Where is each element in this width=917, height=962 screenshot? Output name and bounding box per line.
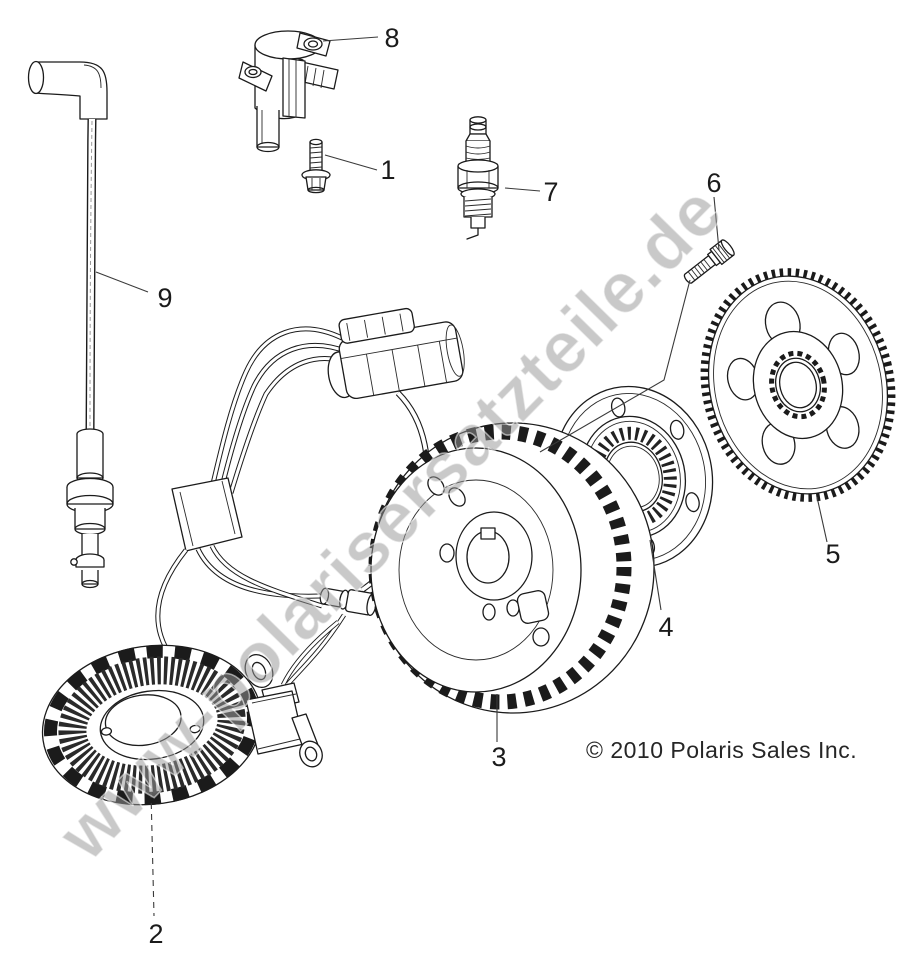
callout-8: 8 — [384, 23, 399, 53]
stator-harness-drawing — [155, 307, 465, 687]
callout-6: 6 — [706, 168, 721, 198]
spark-plug-drawing — [457, 116, 499, 240]
spark-plug-wire-drawing — [27, 60, 114, 589]
harness-connector-drawing — [327, 307, 465, 400]
callout-labels: 8 1 7 6 5 4 3 2 9 — [148, 23, 840, 949]
copyright-text: © 2010 Polaris Sales Inc. — [586, 737, 858, 763]
callout-9: 9 — [157, 283, 172, 313]
starter-gear-drawing — [700, 268, 896, 502]
callout-3: 3 — [491, 742, 506, 772]
callout-7: 7 — [543, 177, 558, 207]
flange-screw-drawing — [683, 239, 735, 284]
stator-drawing — [41, 644, 263, 806]
flywheel-drawing — [368, 422, 655, 714]
coil-mounting-bolt-drawing — [301, 138, 331, 194]
callout-4: 4 — [658, 612, 673, 642]
callout-2: 2 — [148, 919, 163, 949]
ignition-coil-drawing — [238, 30, 339, 153]
leader-lines — [95, 36, 828, 917]
callout-1: 1 — [380, 155, 395, 185]
pickup-sensor-drawing — [244, 653, 323, 768]
callout-5: 5 — [825, 539, 840, 569]
